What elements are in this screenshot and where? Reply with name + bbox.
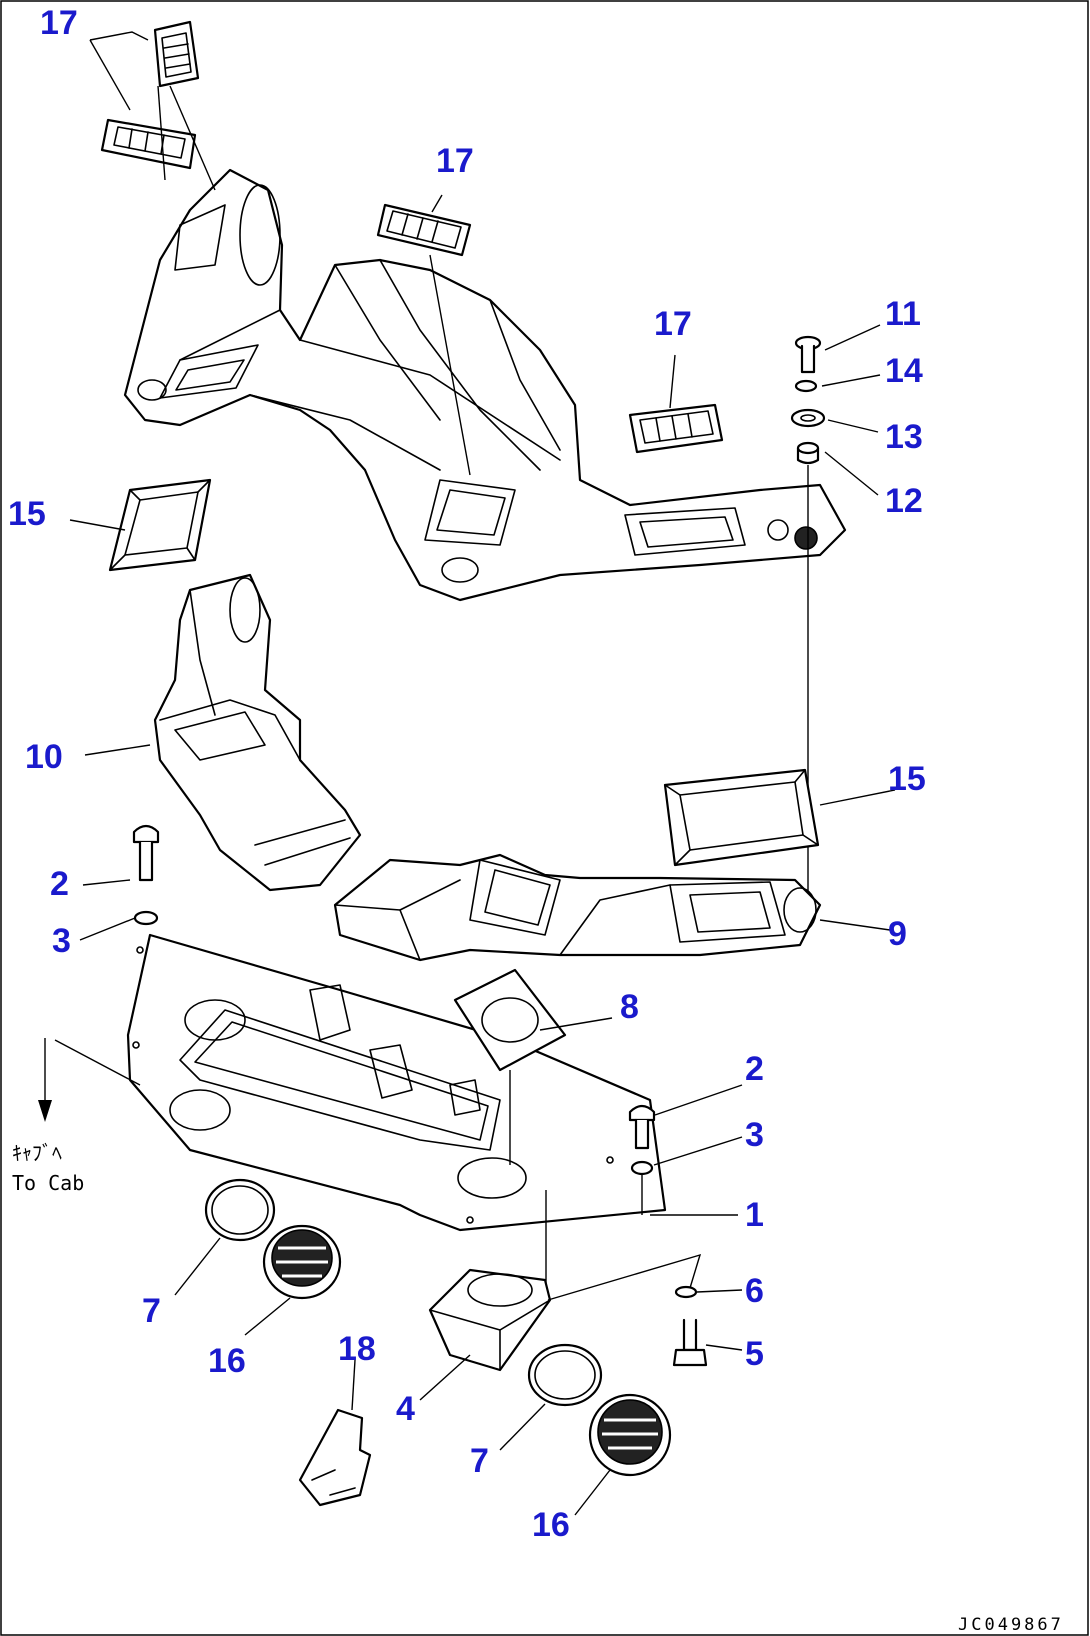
washer-13 [790,408,826,428]
vent-17-center [376,203,472,257]
callout-3-left: 3 [52,922,71,960]
to-cab-note-en: To Cab [12,1171,84,1195]
gasket-8 [453,968,567,1072]
nut-6 [674,1285,698,1299]
base-plate-1 [126,933,667,1232]
callout-11: 11 [885,295,921,333]
o-ring-7-right [527,1343,603,1407]
callout-15-right: 15 [888,760,926,798]
washer-3-left [133,910,159,926]
callout-labels: 17 17 17 11 14 13 12 15 15 10 2 3 9 8 2 … [8,4,926,1544]
lower-duct-9 [333,853,822,962]
callout-1: 1 [745,1196,764,1234]
callout-12: 12 [885,482,923,520]
callout-13: 13 [885,418,923,456]
callout-17-top-left: 17 [40,4,78,42]
gasket-15-right [663,768,820,867]
louver-16-left [262,1224,342,1300]
clip-18 [298,1408,372,1507]
gasket-15-left [108,478,212,572]
callout-18: 18 [338,1330,376,1368]
bolt-2-left [132,824,160,882]
callout-17-center: 17 [436,142,474,180]
washer-14 [794,379,818,393]
vent-17-left [100,118,197,170]
to-cab-note-jp: ｷｬﾌﾞﾍ [12,1141,62,1165]
bolt-5 [672,1318,708,1367]
callout-5: 5 [745,1335,764,1373]
callout-8: 8 [620,988,639,1026]
callout-16-right: 16 [532,1506,570,1544]
adapter-4 [428,1268,552,1372]
callout-16-left: 16 [208,1342,246,1380]
to-cab-arrow [38,1038,141,1122]
vent-17-right [628,403,724,454]
callout-6: 6 [745,1272,764,1310]
upper-duct-cover [123,168,847,602]
callout-2-right: 2 [745,1050,764,1088]
callout-3-right: 3 [745,1116,764,1154]
louver-16-right [588,1393,672,1477]
callout-14: 14 [885,352,923,390]
grommet-12 [796,441,820,465]
callout-15-left: 15 [8,495,46,533]
leader-lines [69,31,896,1516]
callout-4: 4 [396,1390,415,1428]
washer-3-right [630,1160,654,1176]
drawing-code: JC049867 [958,1615,1064,1635]
vent-17-top [153,20,200,88]
callout-17-right: 17 [654,305,692,343]
bolt-2-right [628,1104,656,1150]
bolt-11 [794,335,822,374]
o-ring-7-left [204,1178,276,1242]
callout-9: 9 [888,915,907,953]
callout-7-right: 7 [470,1442,489,1480]
duct-10 [153,573,362,892]
callout-10: 10 [25,738,63,776]
callout-7-left: 7 [142,1292,161,1330]
callout-2-left: 2 [50,865,69,903]
